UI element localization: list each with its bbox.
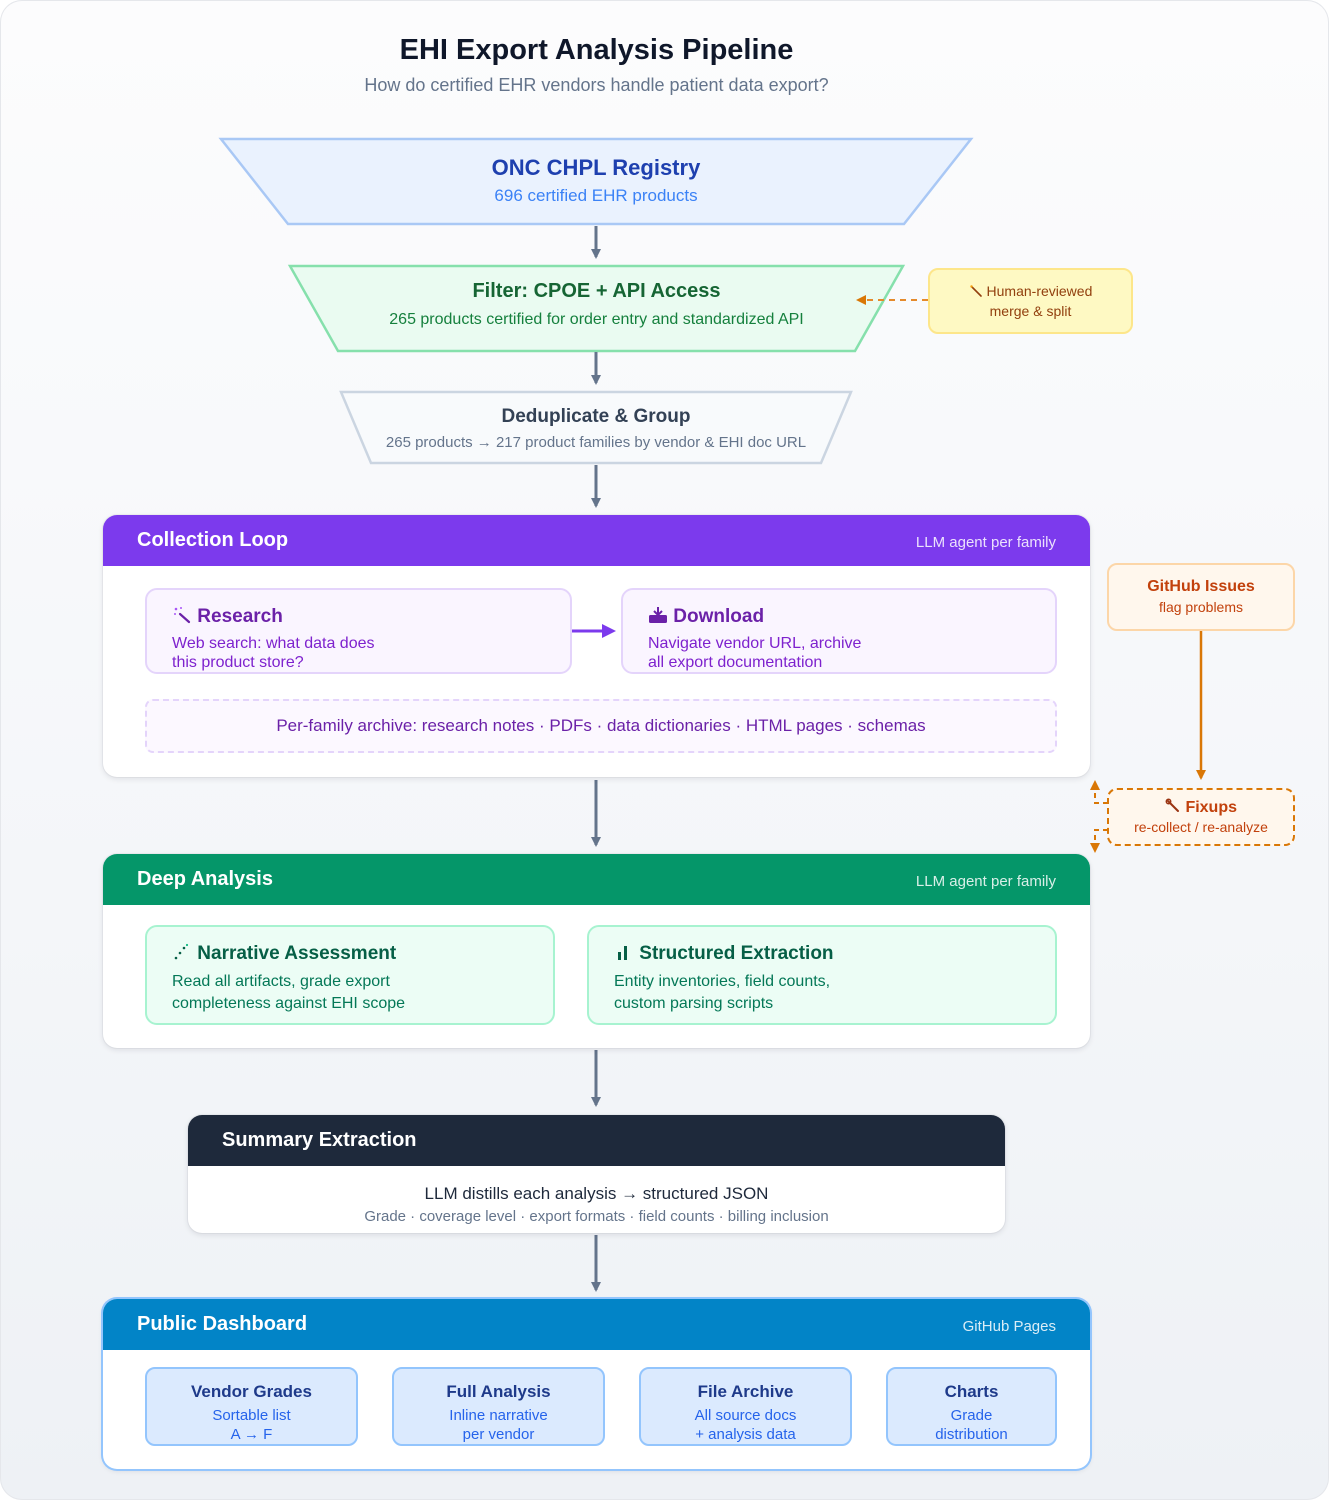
fixups-title: Fixups [1185, 799, 1237, 816]
human-review-note: Human-reviewed merge & split [928, 268, 1133, 334]
dashboard-card-full-analysis[interactable]: Full Analysis Inline narrative per vendo… [392, 1367, 605, 1446]
filter-subtitle: 265 products certified for order entry a… [389, 311, 804, 328]
dedupe-funnel-shape [339, 390, 853, 465]
narrative-title: Narrative Assessment [197, 943, 397, 964]
page-title: EHI Export Analysis Pipeline [399, 34, 794, 66]
dashboard-card-charts[interactable]: Charts Grade distribution [886, 1367, 1057, 1446]
dashboard-card-line2: A → F [230, 1426, 273, 1443]
dashboard-card-line1: Inline narrative [449, 1407, 548, 1424]
deep-analysis-meta: LLM agent per family [915, 873, 1056, 890]
dashboard-card-line1: Grade [950, 1407, 993, 1424]
summary-extraction-header: Summary Extraction [188, 1115, 1005, 1166]
download-card: Download Navigate vendor URL, archive al… [621, 588, 1057, 674]
dashboard-card-title: File Archive [697, 1382, 794, 1401]
dashboard-card-line2: per vendor [462, 1426, 535, 1443]
dashboard-card-line1: All source docs [694, 1407, 797, 1424]
collection-loop-section: Collection Loop LLM agent per family Res… [103, 515, 1090, 777]
collection-loop-title: Collection Loop [137, 529, 289, 551]
registry-funnel-shape [218, 137, 974, 226]
structured-desc-line2: custom parsing scripts [614, 995, 774, 1012]
deep-analysis-section: Deep Analysis LLM agent per family Narra… [103, 854, 1090, 1048]
structured-desc-line1: Entity inventories, field counts, [614, 973, 831, 990]
collection-loop-meta: LLM agent per family [915, 534, 1056, 551]
research-desc-line2: this product store? [172, 654, 304, 671]
structured-title: Structured Extraction [639, 943, 834, 964]
github-issues-title: GitHub Issues [1147, 578, 1255, 595]
summary-extraction-section: Summary Extraction LLM distills each ana… [188, 1115, 1005, 1233]
dashboard-card-vendor-grades[interactable]: Vendor Grades Sortable list A → F [145, 1367, 358, 1446]
dashboard-card-title: Charts [944, 1382, 999, 1401]
inbox-download-icon [648, 606, 668, 624]
registry-title: ONC CHPL Registry [491, 155, 701, 180]
narrative-desc-line1: Read all artifacts, grade export [172, 973, 390, 990]
public-dashboard-header: Public Dashboard GitHub Pages [103, 1299, 1090, 1350]
summary-extraction-title: Summary Extraction [222, 1129, 417, 1151]
dashboard-card-line1: Sortable list [212, 1407, 291, 1424]
dashboard-card-line2: distribution [935, 1426, 1008, 1443]
dedupe-title: Deduplicate & Group [501, 406, 691, 427]
dashboard-card-title: Vendor Grades [191, 1382, 312, 1401]
download-title: Download [673, 606, 765, 627]
arrow-fixups-analysis [1090, 829, 1108, 853]
structured-card: Structured Extraction Entity inventories… [587, 925, 1057, 1025]
public-dashboard-title: Public Dashboard [137, 1313, 308, 1335]
dashboard-card-line2: + analysis data [695, 1426, 796, 1443]
page-subtitle: How do certified EHR vendors handle pati… [364, 75, 829, 95]
wand-icon [969, 284, 983, 298]
fixups-subtitle: re-collect / re-analyze [1134, 819, 1268, 835]
public-dashboard-section: Public Dashboard GitHub Pages Vendor Gra… [103, 1299, 1090, 1469]
filter-funnel-shape [287, 264, 906, 353]
narrative-card: Narrative Assessment Read all artifacts,… [145, 925, 555, 1025]
dedupe-subtitle: 265 products → 217 product families by v… [385, 434, 807, 451]
filter-title: Filter: CPOE + API Access [472, 280, 721, 302]
bar-chart-icon [614, 943, 634, 961]
magic-wand-icon [172, 606, 192, 624]
summary-line2: Grade · coverage level · export formats … [364, 1208, 829, 1225]
deep-analysis-title: Deep Analysis [137, 868, 273, 890]
github-issues-note: GitHub Issues flag problems [1107, 563, 1295, 631]
research-title: Research [197, 606, 283, 627]
registry-subtitle: 696 certified EHR products [494, 186, 698, 205]
sparkle-icon [172, 943, 192, 961]
arrow-research-download [572, 624, 616, 638]
arrow-fixups-collection [1090, 780, 1108, 804]
archive-strip: Per-family archive: research notes · PDF… [145, 699, 1057, 753]
summary-line1: LLM distills each analysis → structured … [424, 1184, 769, 1203]
research-desc-line1: Web search: what data does [172, 635, 375, 652]
public-dashboard-meta: GitHub Pages [962, 1318, 1056, 1335]
wrench-icon [1165, 798, 1181, 814]
fixups-note: Fixups re-collect / re-analyze [1107, 788, 1295, 846]
dashboard-card-title: Full Analysis [446, 1382, 551, 1401]
human-review-line1: Human-reviewed [986, 283, 1093, 299]
github-issues-subtitle: flag problems [1158, 599, 1244, 615]
research-card: Research Web search: what data does this… [145, 588, 572, 674]
collection-loop-header: Collection Loop LLM agent per family [103, 515, 1090, 566]
download-desc-line2: all export documentation [648, 654, 823, 671]
dashboard-card-file-archive[interactable]: File Archive All source docs + analysis … [639, 1367, 852, 1446]
narrative-desc-line2: completeness against EHI scope [172, 995, 406, 1012]
human-review-line2: merge & split [989, 303, 1072, 319]
download-desc-line1: Navigate vendor URL, archive [648, 635, 862, 652]
deep-analysis-header: Deep Analysis LLM agent per family [103, 854, 1090, 905]
